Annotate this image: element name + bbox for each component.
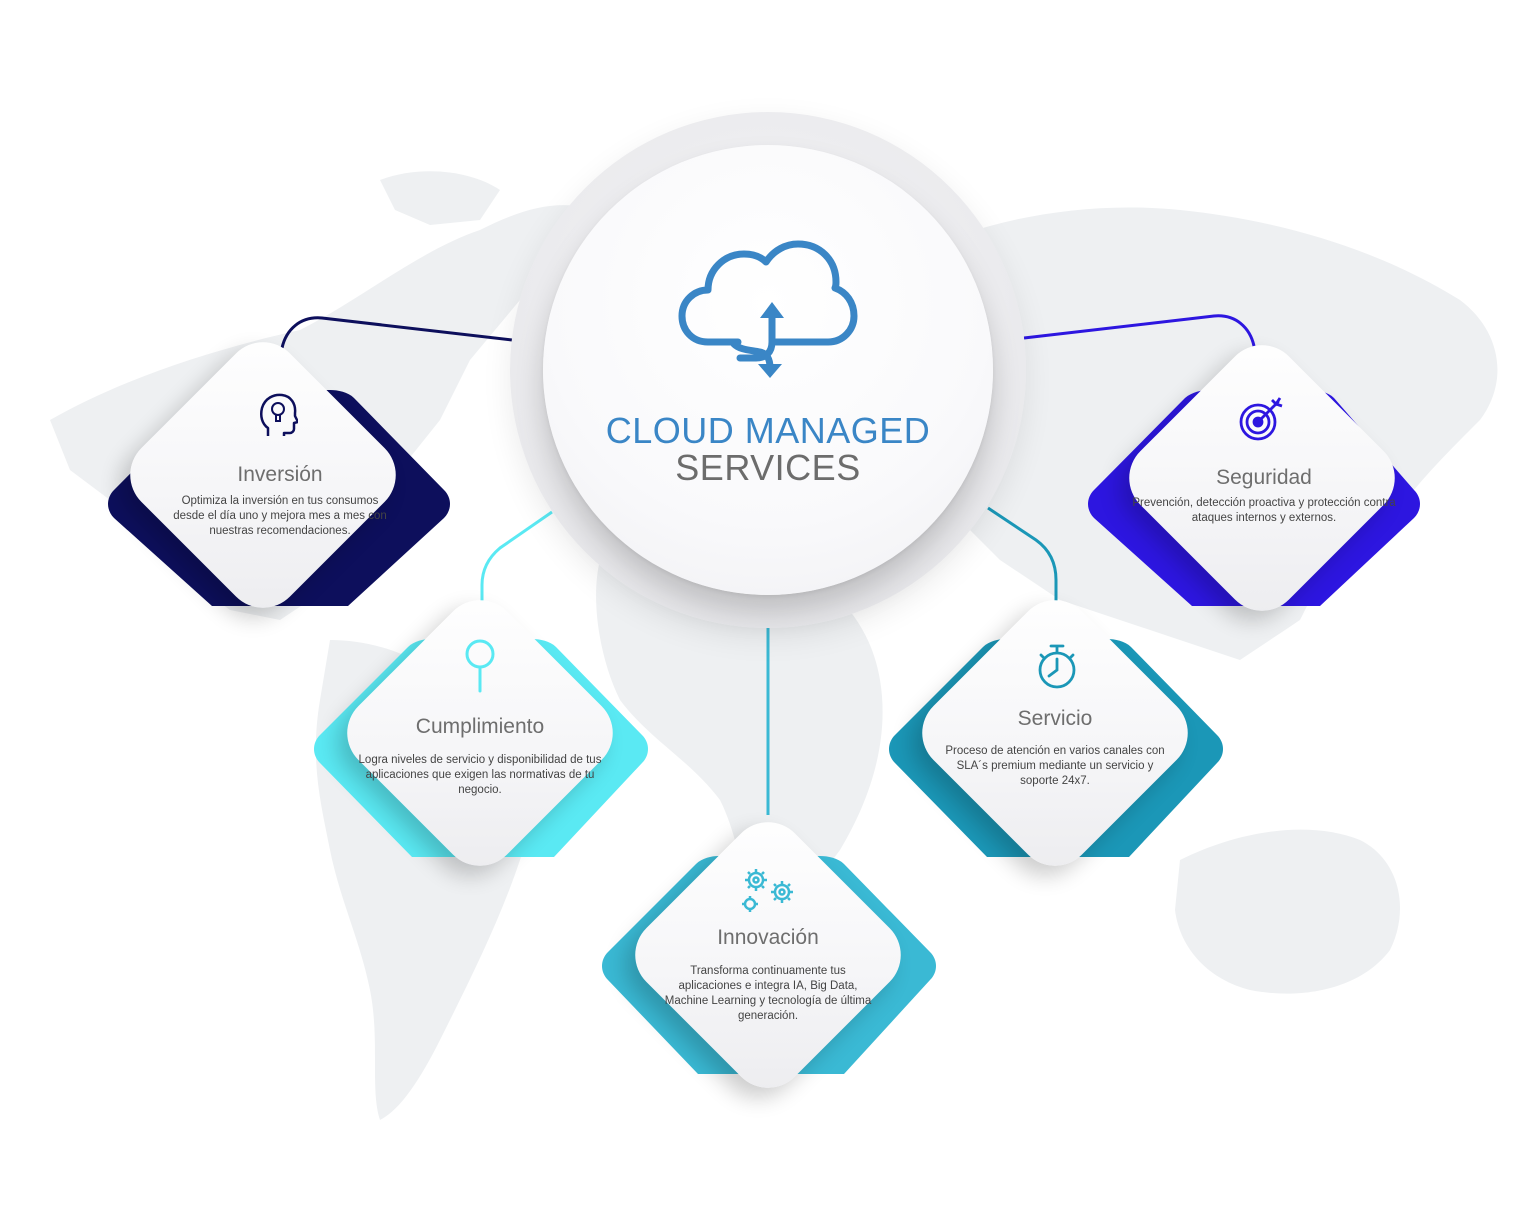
card-servicio-title: Servicio [1017, 707, 1093, 730]
connector-seguridad [1023, 314, 1256, 347]
connector-inversion [280, 316, 513, 349]
card-inversion-title: Inversión [237, 463, 323, 486]
connector-servicio [987, 506, 1058, 602]
connector-cumplimiento [480, 510, 553, 602]
card-seguridad-title: Seguridad [1216, 466, 1312, 489]
card-inversion-description: Optimiza la inversión en tus consumos de… [173, 495, 387, 537]
stopwatch-icon [1038, 644, 1076, 689]
card-seguridad: Seguridad Prevención, detección proactiv… [1080, 329, 1440, 650]
hub-subtitle: SERVICES [675, 447, 861, 488]
card-servicio-description: Proceso de atención en varios canales co… [945, 745, 1165, 787]
target-arrow-icon [1239, 397, 1283, 441]
gears-icon [742, 869, 793, 912]
hub-title: CLOUD MANAGED [605, 410, 931, 451]
magnifier-icon [465, 639, 495, 693]
card-cumplimiento-description: Logra niveles de servicio y disponibilid… [358, 754, 602, 796]
card-servicio: Servicio Proceso de atención en varios c… [875, 584, 1235, 910]
card-inversion: Inversión Optimiza la inversión en tus c… [100, 326, 460, 650]
cloud-sync-icon [678, 240, 858, 378]
card-seguridad-description: Prevención, detección proactiva y protec… [1132, 497, 1396, 524]
head-lightbulb-icon [260, 393, 298, 436]
card-cumplimiento: Cumplimiento Logra niveles de servicio y… [300, 584, 660, 910]
card-innovacion: Innovación Transforma continuamente tus … [590, 806, 946, 1132]
card-cumplimiento-title: Cumplimiento [415, 715, 545, 738]
card-innovacion-description: Transforma continuamente tus aplicacione… [664, 965, 872, 1022]
card-innovacion-title: Innovación [717, 926, 819, 949]
